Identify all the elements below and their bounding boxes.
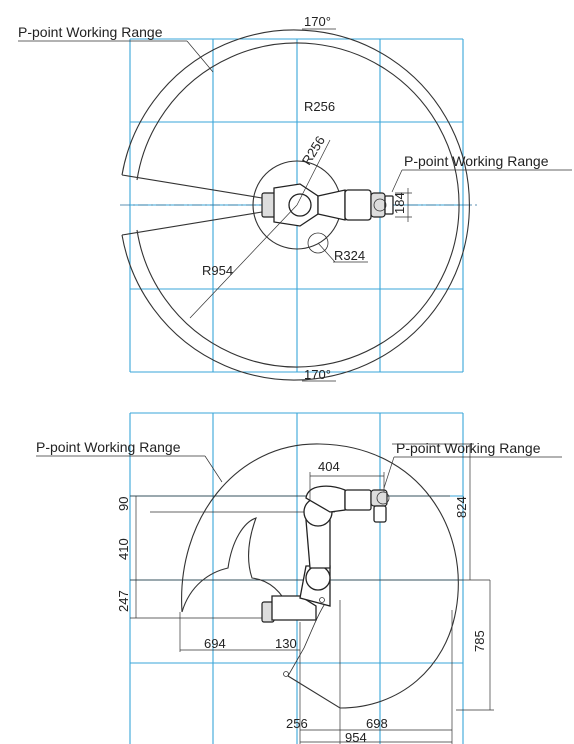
side-dim-694: 694 <box>204 636 226 651</box>
side-dim-90: 90 <box>116 497 131 511</box>
side-marker-dot-1 <box>319 597 325 603</box>
side-dim-785: 785 <box>472 630 487 652</box>
side-marker-dot-2 <box>283 671 289 677</box>
side-dim-256: 256 <box>286 716 308 731</box>
side-label-right-leader <box>383 456 395 489</box>
side-dim-410: 410 <box>116 538 131 560</box>
top-r256-leader <box>296 139 331 206</box>
side-view: P-point Working Range P-point Working Ra… <box>36 412 562 744</box>
top-label-left: P-point Working Range <box>18 24 163 40</box>
side-view-grid <box>129 412 464 744</box>
top-radius-inner-diag: R256 <box>299 133 328 167</box>
side-outer-range-arc <box>181 443 459 709</box>
top-radius-outer: R954 <box>202 263 233 278</box>
top-label-right-leader <box>391 169 403 193</box>
side-height-total: 824 <box>454 496 469 518</box>
side-label-left-leader <box>204 455 223 483</box>
side-dim-698: 698 <box>366 716 388 731</box>
side-dim-954: 954 <box>345 730 367 744</box>
top-radius-inner: R256 <box>304 99 335 114</box>
top-view-grid <box>129 38 464 373</box>
top-elbow-circle <box>307 232 329 254</box>
top-inner-range-arc <box>136 42 460 368</box>
top-robot-arm <box>261 183 394 227</box>
side-label-right: P-point Working Range <box>396 440 541 456</box>
side-robot-arm <box>261 485 390 623</box>
side-dim-247: 247 <box>116 590 131 612</box>
top-outer-range-arc <box>121 29 470 381</box>
top-view: P-point Working Range P-point Working Ra… <box>18 14 572 382</box>
side-reach-top: 404 <box>318 459 340 474</box>
side-lower-envelope <box>287 601 327 677</box>
top-limit-line-upper <box>121 174 263 199</box>
top-r324-leader <box>317 242 336 263</box>
side-label-left: P-point Working Range <box>36 439 181 455</box>
side-inner-range-curve <box>181 517 291 613</box>
top-r954-leader <box>189 204 298 319</box>
top-radius-elbow: R324 <box>334 248 365 263</box>
top-label-right: P-point Working Range <box>404 153 549 169</box>
top-label-left-leader <box>186 40 214 73</box>
top-angle-bottom: 170° <box>304 367 331 382</box>
top-width-dim: 184 <box>392 192 407 214</box>
side-dim-130: 130 <box>275 636 297 651</box>
top-limit-line-lower <box>121 211 263 236</box>
top-angle-top: 170° <box>304 14 331 29</box>
